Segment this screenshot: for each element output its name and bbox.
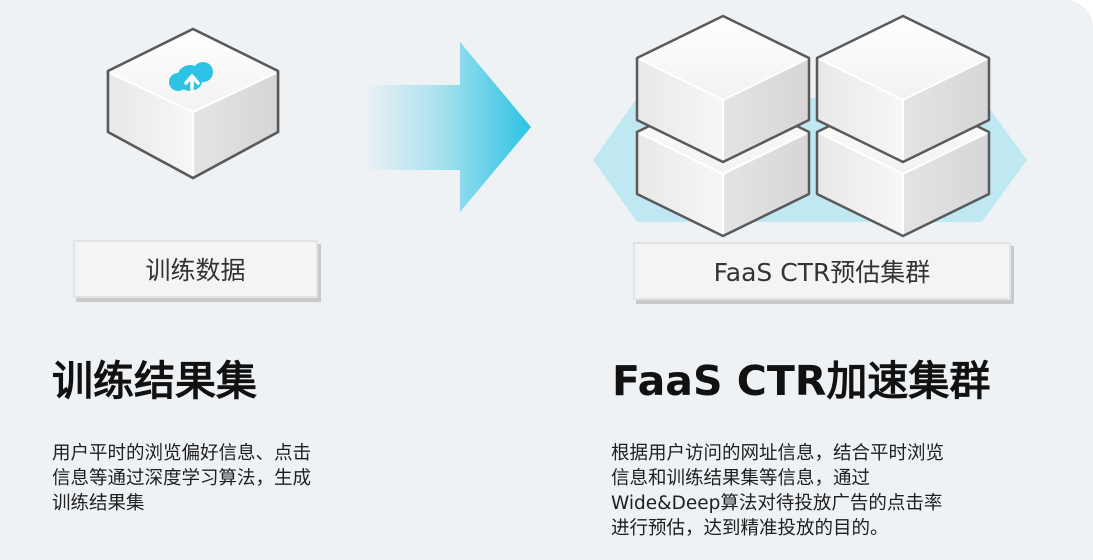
cluster-cube-front-right — [815, 14, 991, 164]
description-line: 信息等通过深度学习算法，生成 — [52, 468, 312, 489]
description-line: 用户平时的浏览偏好信息、点击 — [52, 443, 312, 464]
ctr-cluster-label: FaaS CTR预估集群 — [633, 242, 1011, 300]
acceleration-cluster-title: FaaS CTR加速集群 — [612, 357, 991, 405]
cluster-cube-front-left — [635, 14, 811, 164]
description-line: 根据用户访问的网址信息，结合平时浏览 — [611, 443, 945, 464]
flow-arrow — [362, 42, 531, 212]
description-line: 进行预估，达到精准投放的目的。 — [611, 518, 889, 539]
cluster-cubes — [635, 14, 991, 238]
training-data-label-text: 训练数据 — [145, 256, 246, 285]
ctr-cluster-label-text: FaaS CTR预估集群 — [713, 258, 931, 287]
cloud-upload-icon — [169, 62, 213, 94]
training-data-label: 训练数据 — [73, 240, 318, 298]
description-line: 训练结果集 — [52, 493, 145, 514]
data-cube — [106, 27, 280, 180]
training-result-description: 用户平时的浏览偏好信息、点击 信息等通过深度学习算法，生成 训练结果集 — [52, 441, 392, 516]
description-line: 信息和训练结果集等信息，通过 — [611, 468, 871, 489]
description-line: Wide&Deep算法对待投放广告的点击率 — [611, 493, 943, 514]
acceleration-cluster-description: 根据用户访问的网址信息，结合平时浏览 信息和训练结果集等信息，通过 Wide&D… — [611, 441, 1041, 541]
training-result-title: 训练结果集 — [52, 357, 257, 405]
